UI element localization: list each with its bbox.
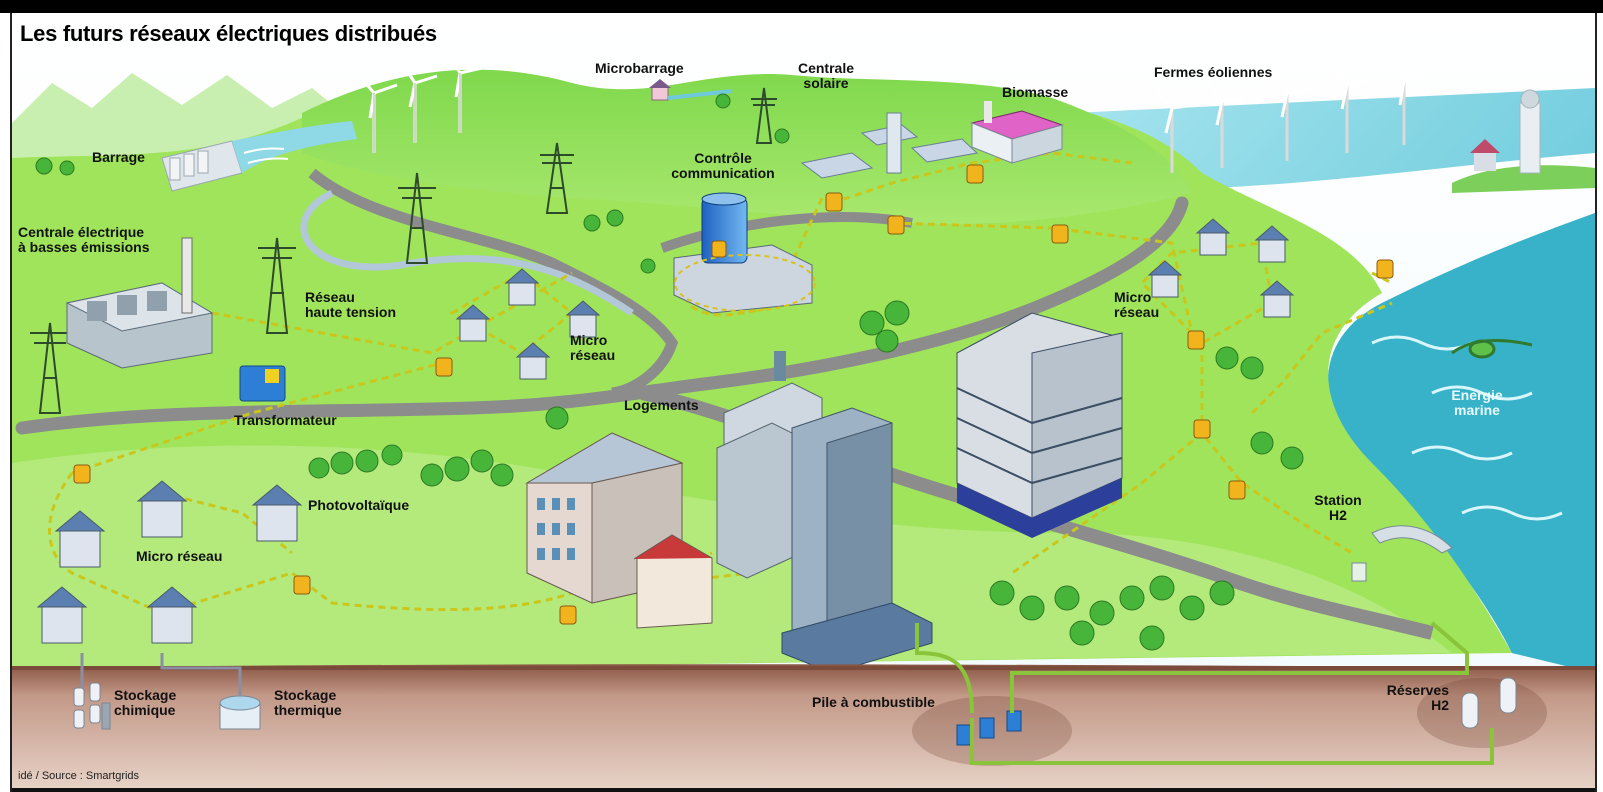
label-photovoltaique: Photovoltaïque bbox=[308, 497, 410, 513]
road-upper bbox=[660, 212, 913, 253]
label-microbarrage: Microbarrage bbox=[595, 60, 684, 76]
thermal-storage bbox=[219, 695, 261, 730]
label-pile-combustible: Pile à combustible bbox=[812, 694, 935, 710]
houses bbox=[36, 218, 1295, 644]
dam bbox=[161, 121, 357, 192]
page-title: Les futurs réseaux électriques distribué… bbox=[20, 21, 437, 46]
transformer-box bbox=[239, 365, 286, 402]
parking-garage bbox=[956, 312, 1123, 538]
label-micro-reseau-b: Micro réseau bbox=[1114, 290, 1159, 320]
label-controle-line1: Contrôle bbox=[694, 150, 752, 166]
microdam bbox=[649, 79, 733, 101]
label-micro-reseau-b-line2: réseau bbox=[1114, 304, 1160, 320]
h2-station bbox=[1351, 525, 1453, 582]
label-reserves-h2: Réserves H2 bbox=[1377, 683, 1449, 713]
island bbox=[1452, 165, 1595, 193]
road-loop bbox=[308, 168, 679, 399]
smart-boxes bbox=[73, 164, 1394, 625]
label-stockage-chimique-line2: chimique bbox=[114, 702, 176, 718]
label-biomasse: Biomasse bbox=[1002, 84, 1069, 100]
label-micro-reseau-a-line2: réseau bbox=[570, 347, 616, 363]
scene: Les futurs réseaux électriques distribué… bbox=[10, 13, 1597, 792]
label-micro-reseau-b-line1: Micro bbox=[1114, 289, 1152, 305]
label-energie-marine-line2: marine bbox=[1454, 402, 1500, 418]
label-fermes-eoliennes: Fermes éoliennes bbox=[1154, 64, 1273, 80]
power-station bbox=[65, 237, 214, 369]
label-logements: Logements bbox=[624, 397, 699, 413]
label-station-h2: Station H2 bbox=[1308, 493, 1368, 523]
label-energie-marine-line1: Energie bbox=[1451, 387, 1503, 403]
apartment-building bbox=[525, 432, 713, 629]
label-station-line2: H2 bbox=[1329, 507, 1347, 523]
label-centrale-solaire-line2: solaire bbox=[803, 75, 849, 91]
h2-reserves bbox=[1417, 677, 1547, 748]
solar-plant bbox=[800, 112, 979, 179]
label-barrage: Barrage bbox=[92, 149, 145, 165]
label-micro-reseau-a-line1: Micro bbox=[570, 332, 608, 348]
lighthouse bbox=[1519, 102, 1541, 174]
biomass-plant bbox=[970, 101, 1064, 164]
label-reserves-line1: Réserves bbox=[1386, 682, 1449, 698]
pylons bbox=[30, 87, 777, 414]
label-stockage-chimique-line1: Stockage bbox=[114, 687, 177, 703]
illustration bbox=[12, 13, 1595, 792]
wind-turbines-shadow bbox=[373, 73, 461, 153]
label-centrale-basses-line1: Centrale électrique bbox=[18, 224, 145, 240]
label-controle-communication: Contrôle communication bbox=[668, 151, 778, 181]
hydrogen-pipeline bbox=[915, 621, 1494, 765]
label-station-line1: Station bbox=[1314, 492, 1362, 508]
label-centrale-basses-emissions: Centrale électrique à basses émissions bbox=[18, 225, 150, 255]
source-credit: idé / Source : Smartgrids bbox=[18, 770, 140, 782]
underground bbox=[12, 664, 1595, 792]
road-main bbox=[15, 196, 1189, 435]
bottom-border bbox=[12, 788, 1595, 792]
label-reseau-ht-line1: Réseau bbox=[305, 289, 355, 305]
label-micro-reseau-a: Micro réseau bbox=[570, 333, 615, 363]
label-stockage-thermique-line2: thermique bbox=[274, 702, 342, 718]
label-centrale-solaire: Centrale solaire bbox=[790, 61, 862, 91]
label-centrale-solaire-line1: Centrale bbox=[797, 60, 855, 76]
label-transformateur: Transformateur bbox=[234, 412, 337, 428]
trees bbox=[35, 93, 1304, 651]
hill bbox=[302, 69, 1192, 224]
label-energie-marine: Energie marine bbox=[1442, 388, 1512, 418]
waves bbox=[1371, 335, 1563, 521]
fuel-cell bbox=[912, 696, 1072, 766]
marine-energy-device bbox=[1451, 338, 1533, 359]
city-towers bbox=[716, 351, 933, 674]
label-stockage-chimique: Stockage chimique bbox=[114, 688, 176, 718]
chemical-storage bbox=[73, 682, 111, 730]
sea-deep bbox=[1328, 213, 1595, 673]
label-stockage-thermique: Stockage thermique bbox=[274, 688, 342, 718]
top-black-bar bbox=[0, 0, 1603, 13]
label-controle-line2: communication bbox=[671, 165, 775, 181]
label-micro-reseau-c: Micro réseau bbox=[136, 548, 223, 564]
label-stockage-thermique-line1: Stockage bbox=[274, 687, 337, 703]
wind-turbines-sea bbox=[1155, 64, 1426, 173]
storage-pipes bbox=[80, 653, 242, 696]
label-centrale-basses-line2: à basses émissions bbox=[18, 239, 150, 255]
label-reseau-haute-tension: Réseau haute tension bbox=[305, 290, 396, 320]
label-reserves-line2: H2 bbox=[1431, 697, 1449, 713]
label-reseau-ht-line2: haute tension bbox=[305, 304, 397, 320]
